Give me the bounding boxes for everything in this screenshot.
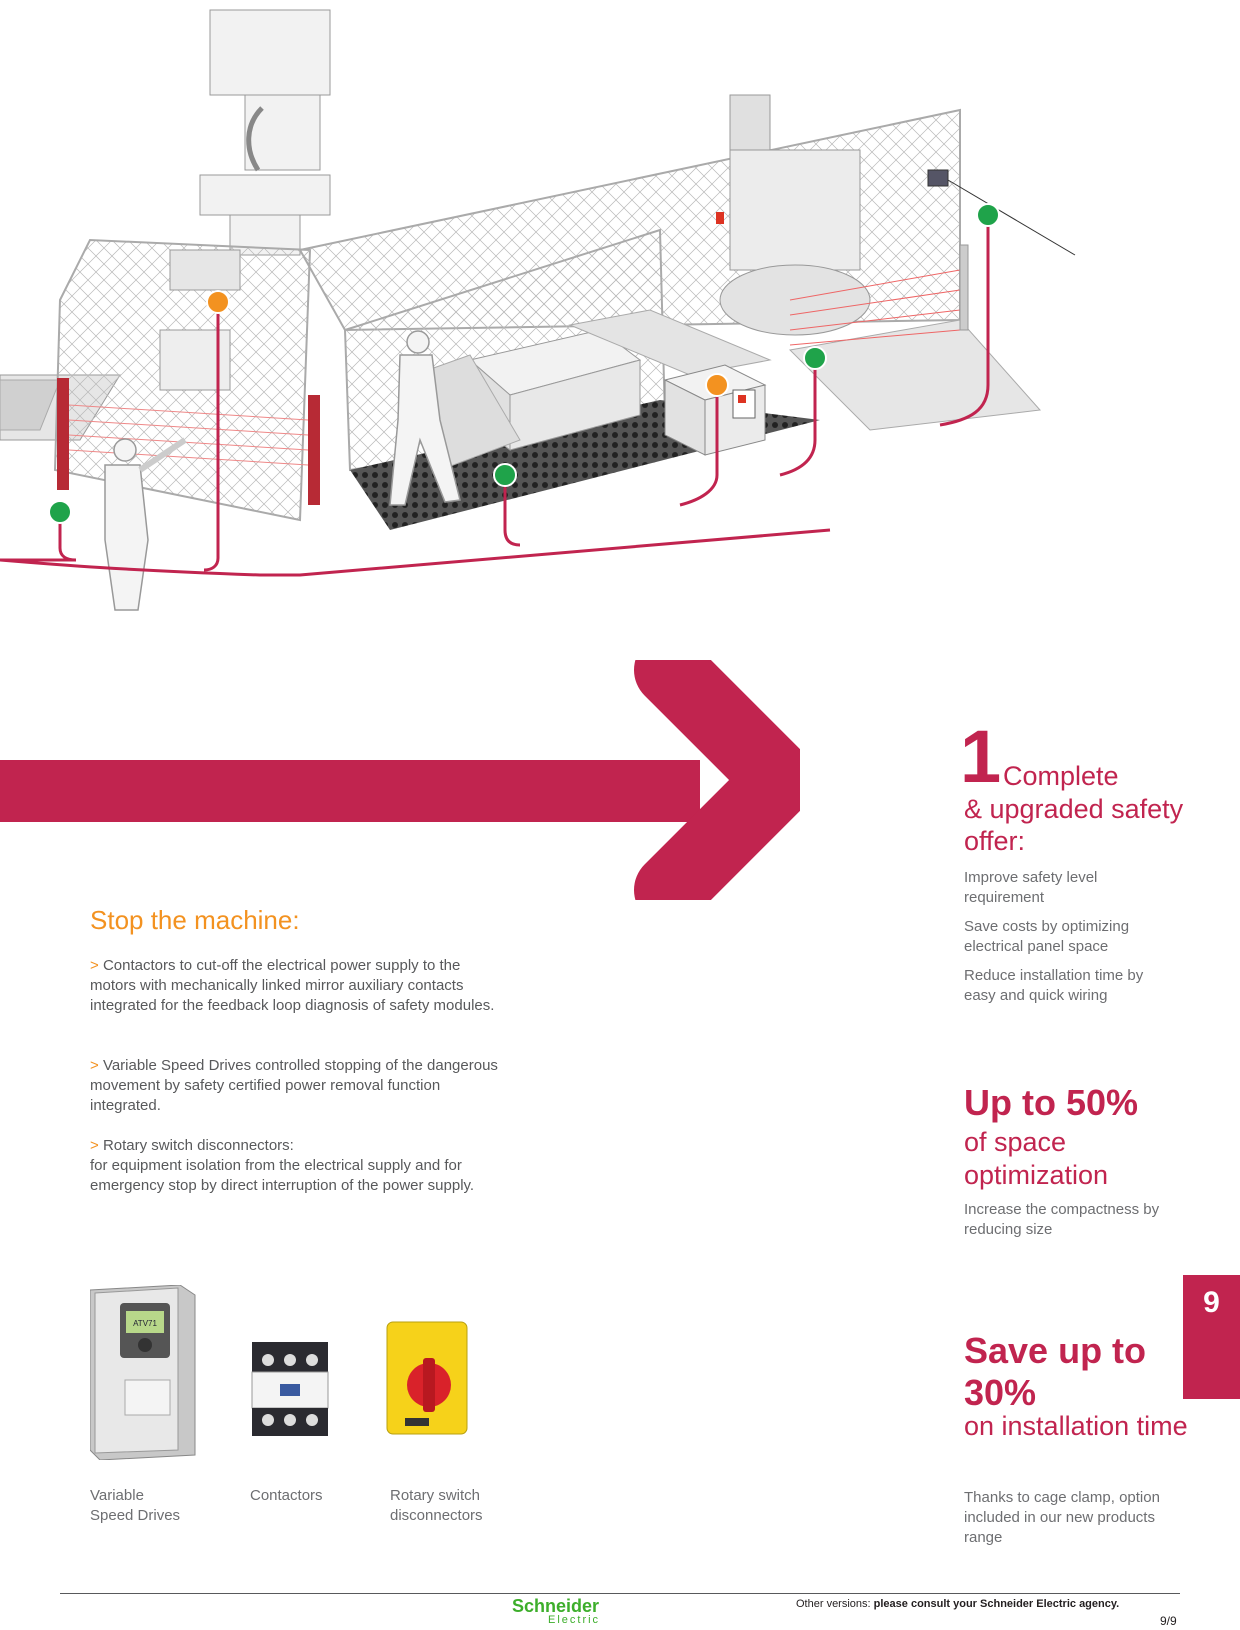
big-arrow-graphic — [0, 660, 800, 900]
light-curtain-right — [789, 244, 969, 346]
schneider-logo-sub: Electric — [548, 1614, 601, 1626]
beacon-light — [716, 212, 724, 224]
page-tab: 9 — [1183, 1275, 1240, 1399]
bullet-text: Contactors to cut-off the electrical pow… — [90, 957, 495, 1014]
status-dot-green — [976, 203, 1000, 227]
product-label-line: disconnectors — [390, 1507, 483, 1524]
product-label-rotary-switch: Rotary switch disconnectors — [390, 1486, 483, 1526]
machine-safety-illustration — [0, 9, 1076, 611]
footer-divider — [60, 1593, 1180, 1594]
feature-installation-time: Reduce installation time by easy and qui… — [964, 967, 1144, 1004]
stop-machine-heading: Stop the machine: — [90, 905, 300, 935]
other-versions-bold: please consult your Schneider Electric a… — [873, 1598, 1120, 1610]
page-number: 9/9 — [1160, 1614, 1177, 1628]
product-label-vsd: Variable Speed Drives — [90, 1486, 180, 1526]
bullet-marker: > — [90, 1137, 99, 1154]
palletizer-robot — [719, 94, 871, 336]
operator-figure — [104, 437, 187, 611]
installation-time-subheading: on installation time — [964, 1411, 1188, 1441]
bullet-text: Variable Speed Drives controlled stoppin… — [90, 1057, 498, 1114]
contactor-image — [251, 1342, 329, 1436]
safety-offer-heading: & upgraded safety offer: — [964, 794, 1184, 856]
bullet-text-continuation: for equipment isolation from the electri… — [90, 1157, 475, 1194]
product-label-contactors: Contactors — [250, 1486, 323, 1506]
wire — [0, 512, 77, 562]
rotary-switch-image — [386, 1321, 468, 1435]
bullet-contactors: > Contactors to cut-off the electrical p… — [90, 956, 510, 1016]
status-dot-orange — [206, 290, 230, 314]
bullet-marker: > — [90, 957, 99, 974]
schneider-logo: Schneider — [512, 1596, 600, 1616]
product-label-line: Variable — [90, 1487, 144, 1504]
safety-sensor — [927, 169, 949, 187]
product-label-line: Contactors — [250, 1487, 323, 1504]
other-versions-note: Other versions: please consult your Schn… — [796, 1598, 1119, 1610]
status-dot-green — [803, 346, 827, 370]
drive-screen-label: ATV71 — [133, 1319, 157, 1328]
complete-heading: Complete — [1003, 761, 1119, 791]
space-optimization-subheading: of space optimization — [964, 1127, 1109, 1190]
light-curtain-left — [57, 378, 320, 505]
variable-speed-drive-image: ATV71 — [90, 1285, 196, 1460]
space-optimization-headline: Up to 50% — [964, 1082, 1139, 1123]
feature-save-costs: Save costs by optimizing electrical pane… — [964, 918, 1130, 955]
status-dot-green — [48, 500, 72, 524]
feature-safety-level: Improve safety level requirement — [964, 869, 1098, 906]
walking-worker-figure — [389, 330, 461, 506]
bullet-rotary-switch: > Rotary switch disconnectors: for equip… — [90, 1136, 510, 1196]
bullet-text: Rotary switch disconnectors: — [102, 1137, 294, 1154]
installation-time-desc: Thanks to cage clamp, option included in… — [964, 1489, 1160, 1546]
control-cabinet — [663, 364, 767, 456]
product-label-line: Speed Drives — [90, 1507, 181, 1524]
carton-stack — [199, 9, 331, 256]
status-dot-green — [493, 463, 517, 487]
status-dot-orange — [705, 373, 729, 397]
product-label-line: Rotary switch — [390, 1487, 481, 1504]
big-number-one: 1 — [960, 715, 1002, 798]
bullet-marker: > — [90, 1057, 99, 1074]
other-versions-prefix: Other versions: — [796, 1598, 871, 1610]
bullet-variable-speed-drives: > Variable Speed Drives controlled stopp… — [90, 1056, 510, 1116]
installation-time-headline: Save up to 30% — [964, 1330, 1147, 1413]
space-optimization-desc: Increase the compactness by reducing siz… — [964, 1201, 1160, 1238]
